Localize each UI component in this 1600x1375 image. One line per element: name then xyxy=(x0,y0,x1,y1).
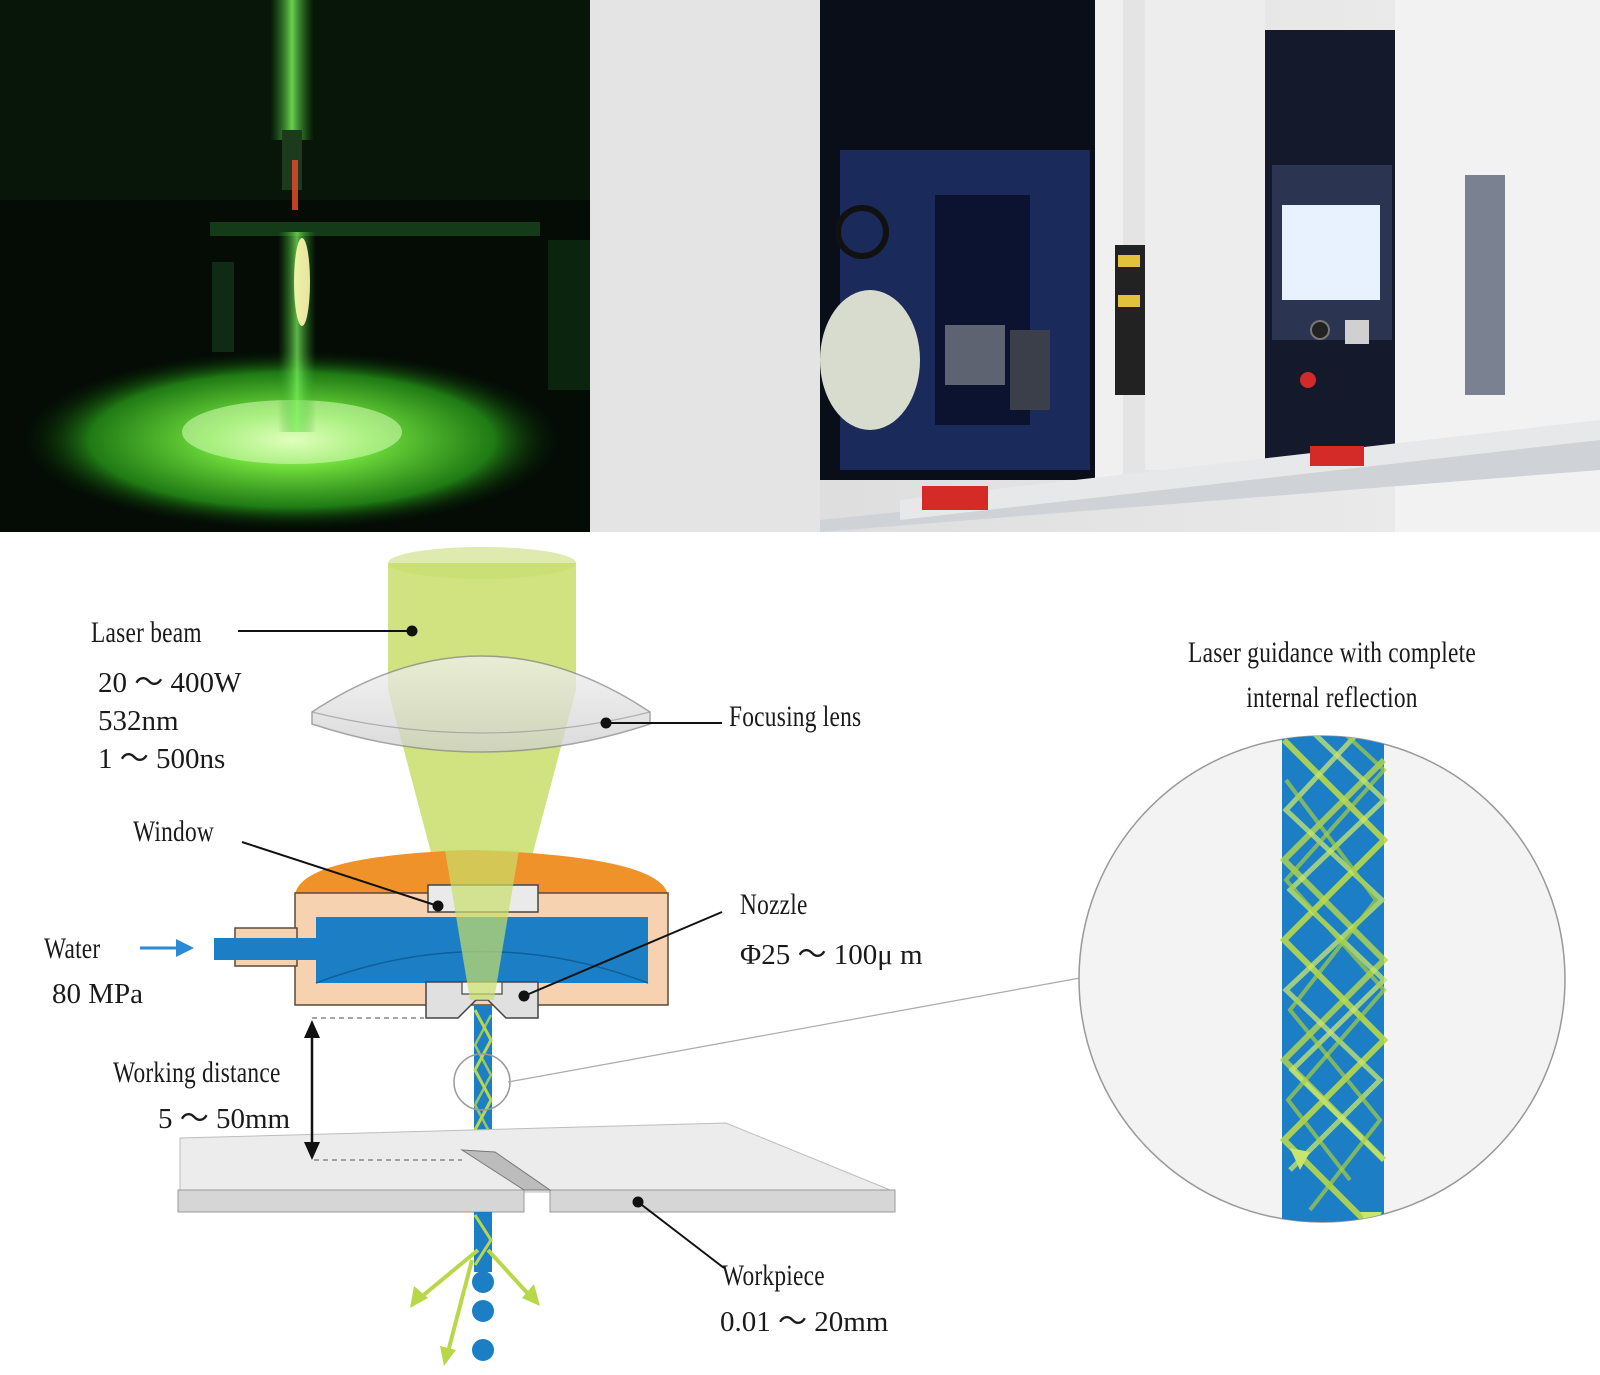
nozzle-spec: Φ25 ～ 100μ m xyxy=(740,939,923,971)
laser-spec-power: 20 ～ 400W xyxy=(98,667,242,699)
label-laser-beam: Laser beam xyxy=(91,616,202,649)
label-water: Water xyxy=(44,932,101,965)
workpiece-front-left xyxy=(177,1189,525,1213)
laser-spec-wavelength: 532nm xyxy=(98,705,179,737)
laser-spec-pulse: 1 ～ 500ns xyxy=(98,743,226,775)
label-workpiece: Workpiece xyxy=(722,1259,825,1292)
photo-laser-glow xyxy=(0,0,590,532)
workpiece-front-right xyxy=(549,1189,896,1213)
water-inlet-stream xyxy=(214,938,318,960)
photo-machine xyxy=(590,0,1600,532)
kerf-cut xyxy=(460,1149,552,1191)
diagram-nozzle-assembly xyxy=(140,547,1081,1366)
label-window: Window xyxy=(133,815,215,848)
label-focusing-lens: Focusing lens xyxy=(729,700,862,733)
label-nozzle: Nozzle xyxy=(740,888,808,921)
guidance-title-line1: Laser guidance with complete xyxy=(1188,636,1476,669)
working-distance-spec: 5 ～ 50mm xyxy=(158,1103,291,1135)
focusing-lens-shape xyxy=(311,655,651,753)
label-working-distance: Working distance xyxy=(113,1056,281,1089)
water-spec: 80 MPa xyxy=(52,978,144,1010)
workpiece-spec: 0.01 ～ 20mm xyxy=(720,1306,889,1338)
guidance-title-line2: internal reflection xyxy=(1246,681,1418,714)
magnified-jet-view xyxy=(1078,735,1566,1223)
